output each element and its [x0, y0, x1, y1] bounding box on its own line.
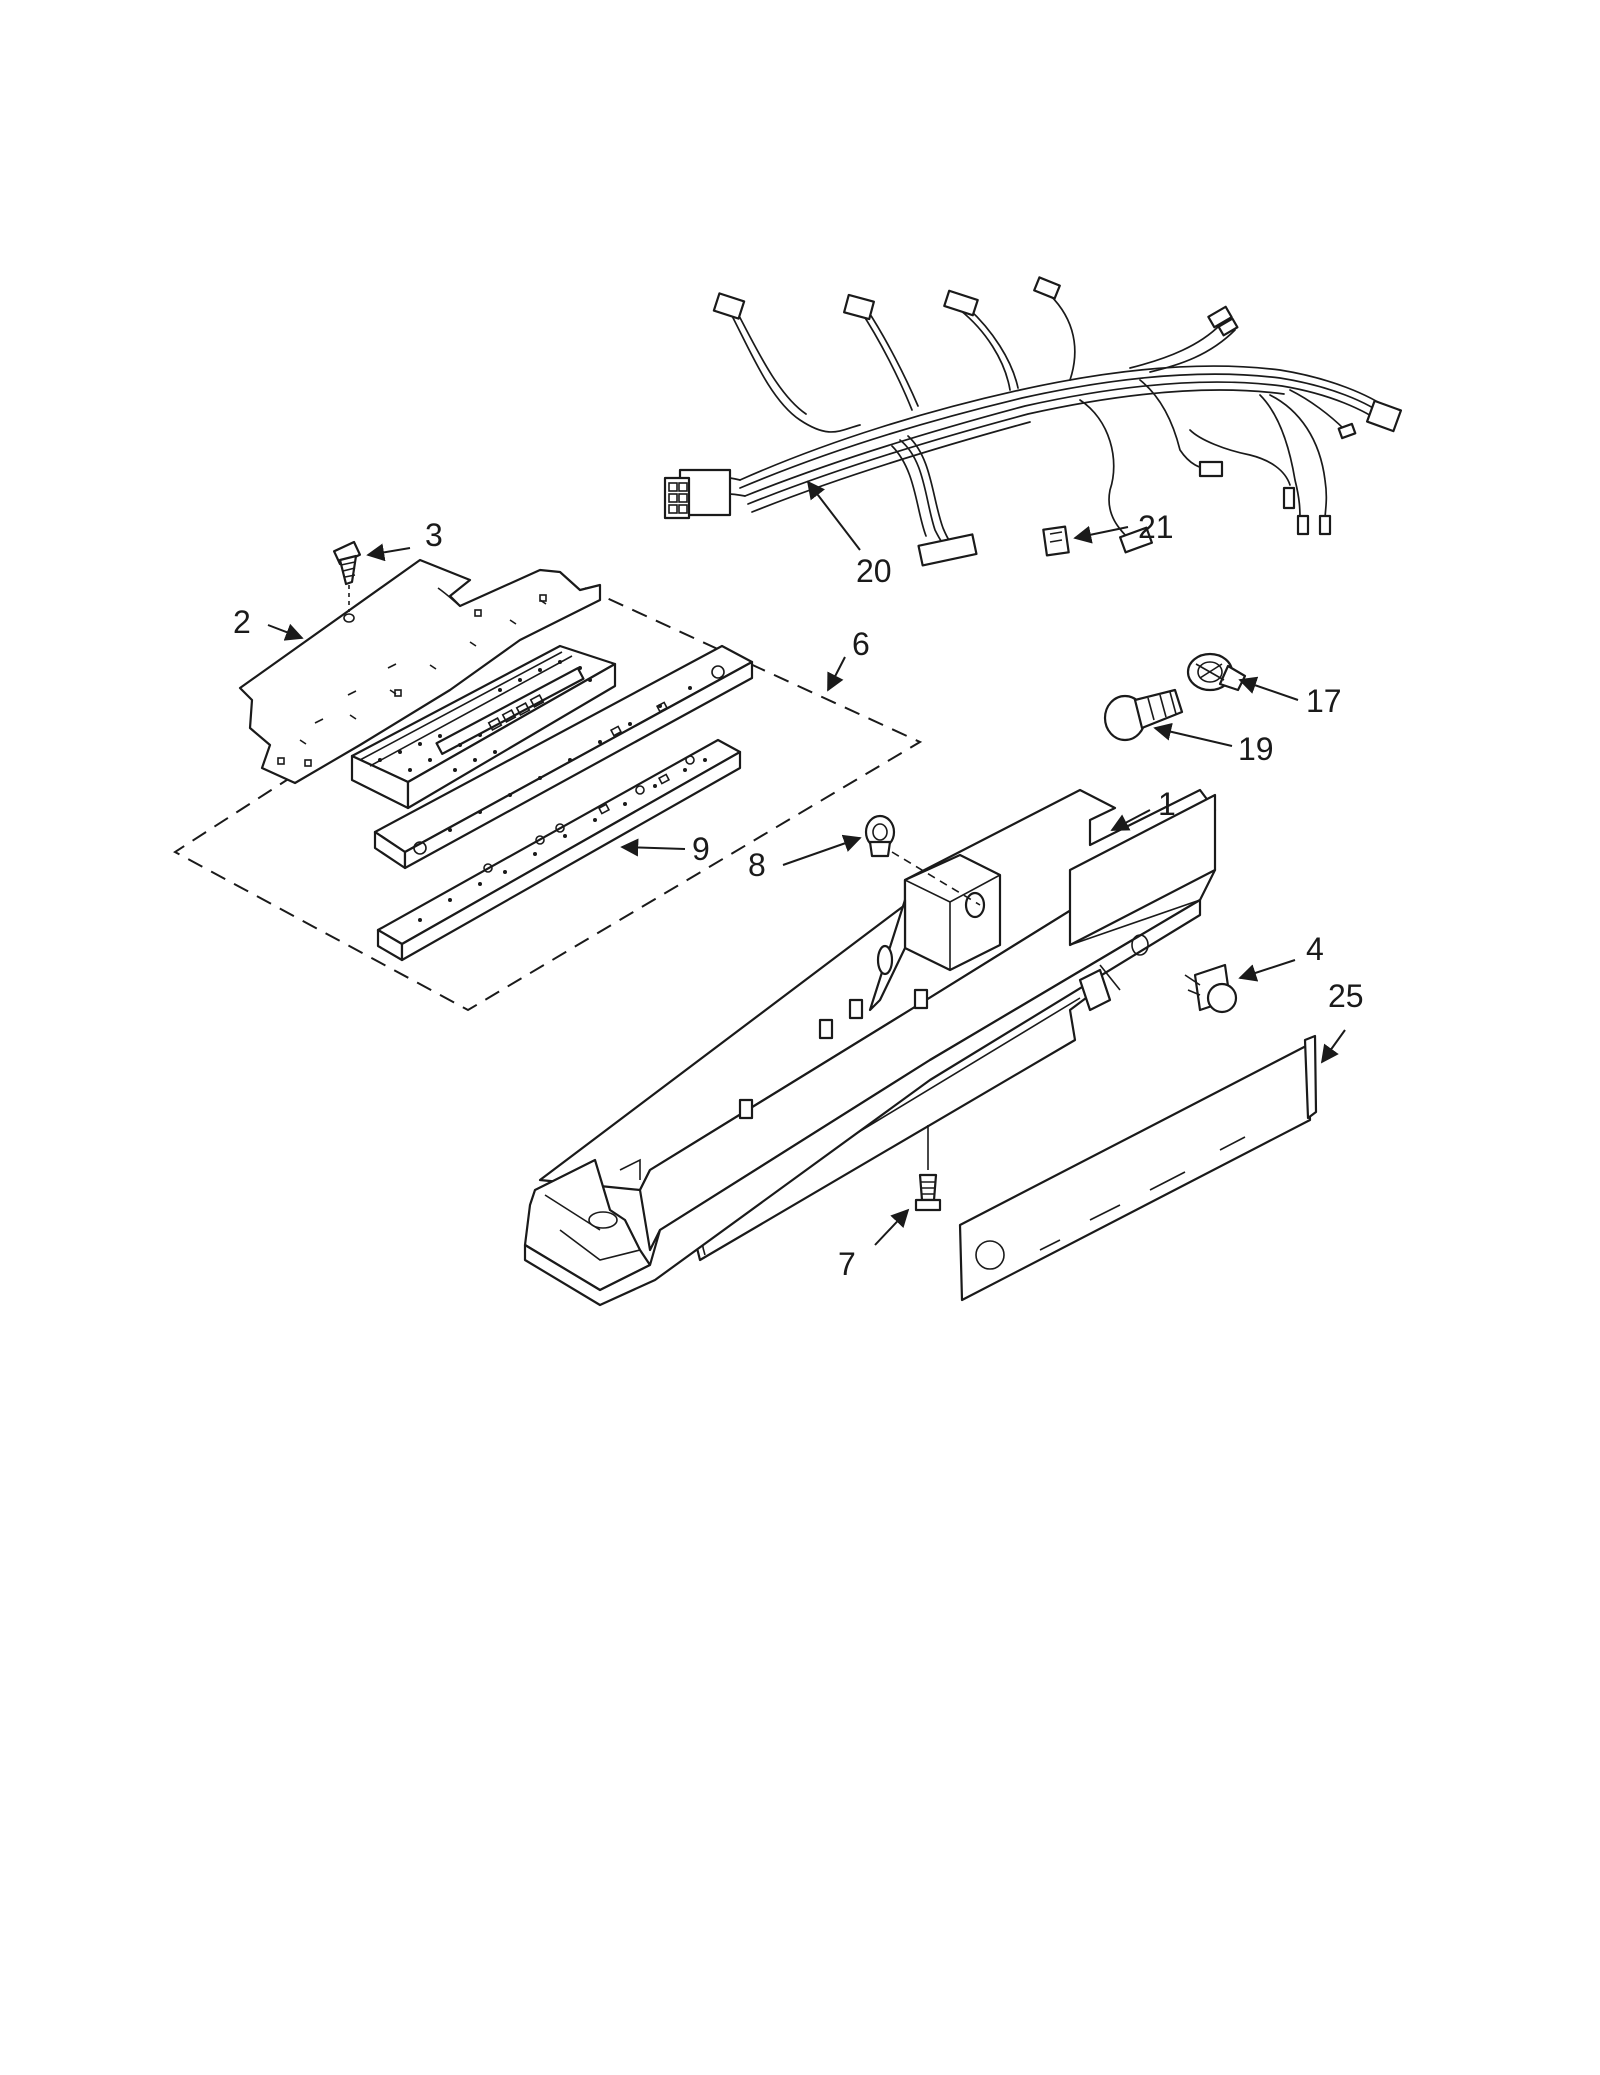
callout-17: 17 [1306, 683, 1342, 719]
shield-plate [238, 558, 602, 785]
harness-main-connector [663, 468, 732, 520]
callout-6: 6 [852, 626, 870, 662]
board-9 [376, 738, 742, 962]
part-21-clip [1042, 525, 1070, 557]
callout-20: 20 [856, 553, 892, 589]
callout-4: 4 [1306, 931, 1324, 967]
callout-2: 2 [233, 604, 251, 640]
control-board [350, 644, 617, 810]
switch-4 [1184, 963, 1238, 1014]
light-bulb [1103, 688, 1184, 742]
callout-3: 3 [425, 517, 443, 553]
callout-25: 25 [1328, 978, 1364, 1014]
callout-9: 9 [692, 831, 710, 867]
grommet-8 [864, 814, 981, 906]
callout-21: 21 [1138, 509, 1174, 545]
screw-3 [332, 540, 362, 623]
leader-lines [267, 480, 1346, 1246]
callout-1: 1 [1158, 786, 1176, 822]
display-board [373, 644, 754, 870]
wire-harness [663, 276, 1403, 567]
screw-7 [914, 1125, 942, 1212]
control-housing [523, 788, 1217, 1307]
bulb-socket [1186, 652, 1247, 692]
control-assembly-outline [173, 586, 923, 1012]
callout-7: 7 [838, 1246, 856, 1282]
callout-8: 8 [748, 847, 766, 883]
nameplate-25 [958, 1034, 1318, 1302]
callout-19: 19 [1238, 731, 1274, 767]
